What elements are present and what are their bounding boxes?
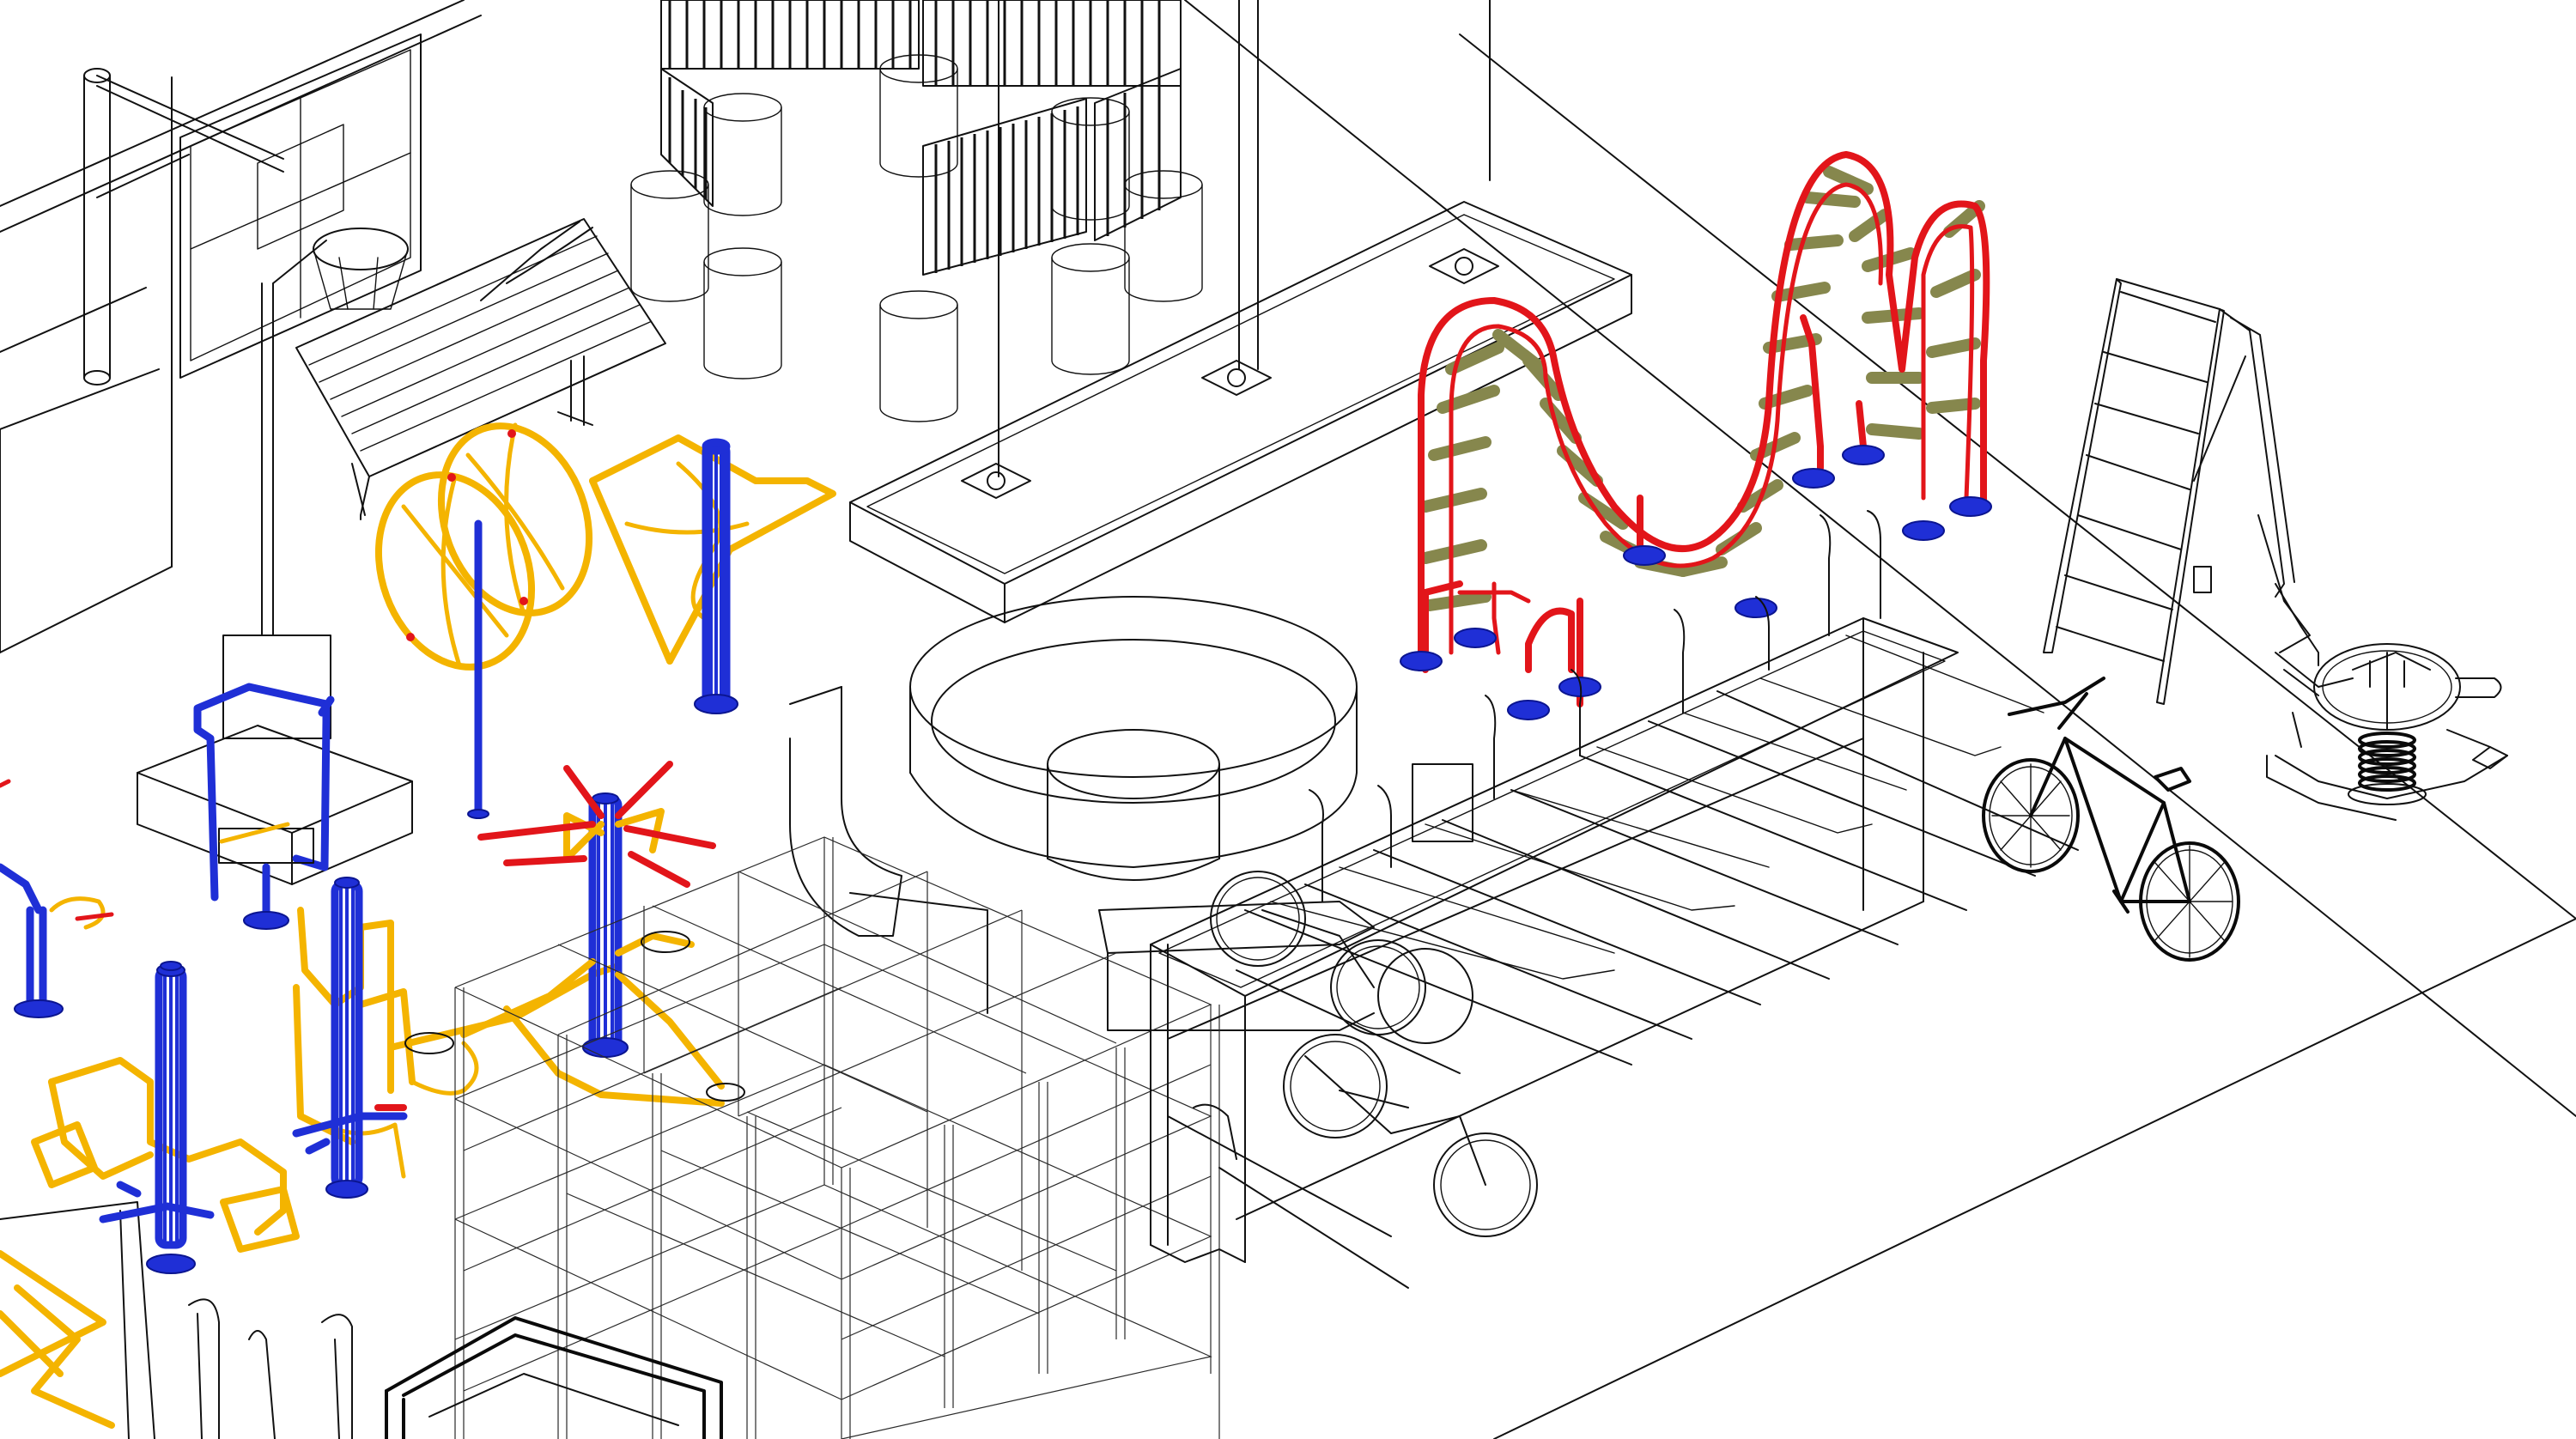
park-bench [295,218,666,520]
cube-frame-structure [454,836,1220,1439]
round-seat-planter [789,596,1473,1031]
long-planter-bench [849,0,1632,623]
arch-ladder [1400,151,1992,720]
spring-rider [2266,643,2508,821]
fitness-wheel [374,422,593,819]
rack-hooks [1193,510,1881,1160]
spring-coil [2358,732,2416,792]
fitness-twist-station [404,761,745,1102]
octagonal-gazebo [630,0,1203,422]
arch-ladder-footplates [1400,445,1992,720]
bicycle [1982,677,2240,962]
basketball-hoop [83,33,422,885]
rack-bicycles [1210,871,1538,1237]
step-ladder [2043,278,2319,705]
fitness-rowing-seat [0,779,353,1439]
fitness-lift-station [193,683,335,930]
arch-ladder-rungs [1419,166,1985,611]
bicycle-parking-rack [1150,510,2079,1289]
gazebo-footings [630,54,1203,422]
rack-rails [1167,690,2079,1289]
bench-mounting-plates [961,248,1499,499]
rack-channels [1270,634,2044,980]
fitness-twister [589,434,836,714]
planter-box [385,1316,723,1439]
